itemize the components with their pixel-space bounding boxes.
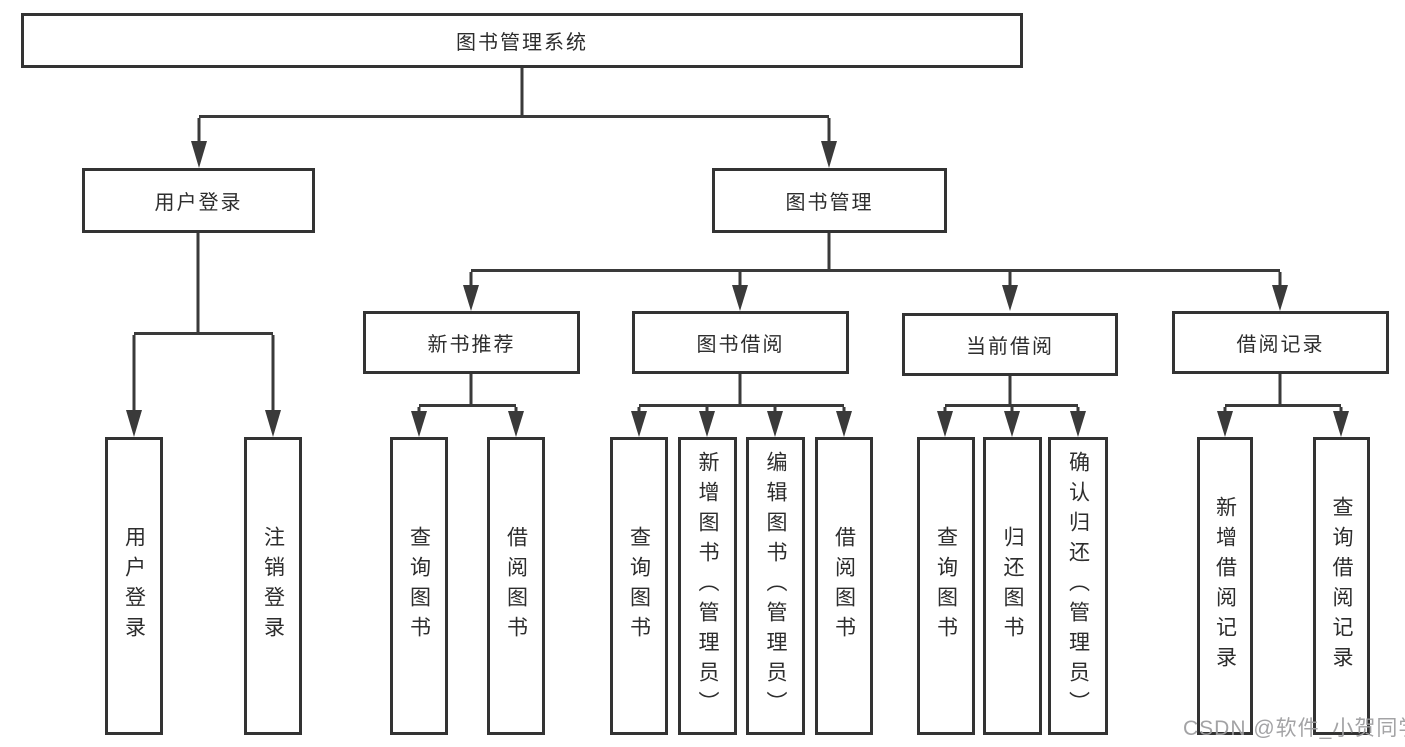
leaf-bb-query-books-label: 查询图书	[627, 526, 651, 646]
leaf-cb-confirm-return-admin-label: 确认归还（管理员）	[1066, 451, 1090, 721]
connector-user-login-to-leaves	[132, 233, 275, 412]
leaf-nbr-borrow-books: 借阅图书	[487, 437, 545, 735]
arrowhead	[699, 411, 715, 437]
leaf-bb-add-books-admin-label: 新增图书（管理员）	[696, 451, 719, 721]
leaf-logout-login-label: 注销登录	[261, 526, 285, 646]
arrowhead	[732, 285, 748, 311]
leaf-bb-edit-books-admin-label: 编辑图书（管理员）	[764, 451, 787, 721]
leaf-user-login: 用户登录	[105, 437, 163, 735]
leaf-bb-add-books-admin: 新增图书（管理员）	[678, 437, 737, 735]
arrowhead	[836, 411, 852, 437]
leaf-bb-borrow-books-label: 借阅图书	[832, 526, 856, 646]
connector-borrowing-records-to-leaves	[1223, 374, 1343, 414]
node-user-login: 用户登录	[82, 168, 315, 233]
leaf-cb-confirm-return-admin: 确认归还（管理员）	[1048, 437, 1108, 735]
node-current-borrowing: 当前借阅	[902, 313, 1118, 376]
arrowhead	[821, 141, 837, 168]
leaf-user-login-label: 用户登录	[122, 526, 146, 646]
connector-book-borrowing-to-leaves	[637, 374, 846, 414]
leaf-nbr-borrow-books-label: 借阅图书	[504, 526, 528, 646]
connector-new-book-recommend-to-leaves	[417, 374, 518, 414]
arrowhead	[1004, 411, 1020, 437]
node-borrowing-records: 借阅记录	[1172, 311, 1389, 374]
arrowhead	[191, 141, 207, 168]
arrowhead	[937, 411, 953, 437]
node-book-borrowing-label: 图书借阅	[696, 334, 785, 356]
csdn-watermark: CSDN @软件_小贺同学	[1183, 717, 1405, 740]
arrowhead	[1070, 411, 1086, 437]
connector-root-to-level2	[197, 68, 831, 145]
leaf-cb-query-books-label: 查询图书	[934, 526, 958, 646]
arrowhead	[631, 411, 647, 437]
arrowhead	[767, 411, 783, 437]
leaf-bb-edit-books-admin: 编辑图书（管理员）	[746, 437, 805, 735]
connector-current-borrowing-to-leaves	[943, 376, 1080, 414]
leaf-br-query-record: 查询借阅记录	[1313, 437, 1370, 735]
node-book-management: 图书管理	[712, 168, 947, 233]
arrowhead	[1002, 285, 1018, 311]
leaf-cb-return-books: 归还图书	[983, 437, 1042, 735]
node-current-borrowing-label: 当前借阅	[966, 336, 1054, 358]
arrowhead	[1217, 411, 1233, 437]
arrowhead	[265, 410, 281, 437]
leaf-br-add-record: 新增借阅记录	[1197, 437, 1253, 735]
arrowhead	[126, 410, 142, 437]
leaf-logout-login: 注销登录	[244, 437, 302, 735]
arrowhead	[411, 411, 427, 437]
node-book-management-label: 图书管理	[785, 192, 874, 214]
arrowhead	[1333, 411, 1349, 437]
leaf-bb-borrow-books: 借阅图书	[815, 437, 873, 735]
node-root: 图书管理系统	[21, 13, 1023, 68]
connector-book-management-to-level3	[469, 232, 1282, 287]
node-book-borrowing: 图书借阅	[632, 311, 849, 374]
leaf-br-query-record-label: 查询借阅记录	[1330, 496, 1353, 676]
node-new-book-recommend: 新书推荐	[363, 311, 580, 374]
arrowhead	[1272, 285, 1288, 311]
leaf-cb-query-books: 查询图书	[917, 437, 975, 735]
leaf-bb-query-books: 查询图书	[610, 437, 668, 735]
leaf-nbr-query-books: 查询图书	[390, 437, 448, 735]
arrowheads	[126, 141, 1349, 437]
node-root-label: 图书管理系统	[456, 32, 588, 54]
arrowhead	[508, 411, 524, 437]
leaf-cb-return-books-label: 归还图书	[1001, 526, 1024, 646]
leaf-br-add-record-label: 新增借阅记录	[1213, 496, 1237, 676]
node-borrowing-records-label: 借阅记录	[1236, 334, 1325, 356]
leaf-nbr-query-books-label: 查询图书	[407, 526, 431, 646]
node-user-login-label: 用户登录	[154, 192, 243, 214]
node-new-book-recommend-label: 新书推荐	[427, 334, 516, 356]
arrowhead	[463, 285, 479, 311]
